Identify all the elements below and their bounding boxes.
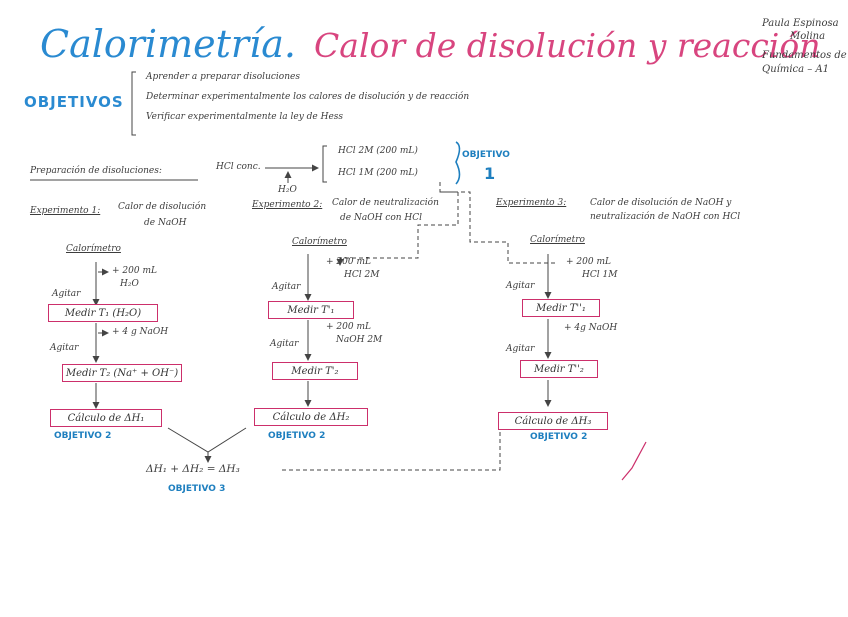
- preparation-label: Preparación de disoluciones:: [30, 166, 162, 176]
- reagent-hcl-conc: HCl conc.: [216, 162, 261, 172]
- exp3-stir2: Agitar: [506, 344, 535, 354]
- author-name: Paula Espinosa: [762, 18, 839, 29]
- exp2-add1a: + 200 mL: [326, 257, 371, 267]
- exp1-objective: OBJETIVO 2: [54, 431, 112, 441]
- exp2-add1b: HCl 2M: [344, 270, 380, 280]
- exp3-add1a: + 200 mL: [566, 257, 611, 267]
- exp1-desc1: Calor de disolución: [118, 202, 207, 212]
- author-subject-2: Química – A1: [762, 64, 830, 75]
- exp3-heading: Experimento 3:: [496, 198, 567, 208]
- objective-item-2: Determinar experimentalmente los calores…: [146, 92, 470, 102]
- objective-1-label: OBJETIVO: [462, 150, 510, 160]
- exp1-calorimeter: Calorímetro: [66, 244, 121, 254]
- exp1-stir1: Agitar: [52, 289, 81, 299]
- exp2-stir1: Agitar: [272, 282, 301, 292]
- exp3-desc2: neutralización de NaOH con HCl: [590, 212, 741, 222]
- title-part2: Calor de disolución y reacción: [314, 26, 821, 65]
- product-hcl-1m: HCl 1M (200 mL): [338, 168, 418, 178]
- exp2-measure-t2: Medir T'₂: [272, 362, 358, 380]
- exp3-measure-t1: Medir T''₁: [522, 299, 600, 317]
- exp2-heading: Experimento 2:: [252, 200, 323, 210]
- exp3-measure-t2: Medir T''₂: [520, 360, 598, 378]
- exp1-calc-dh1: Cálculo de ΔH₁: [50, 409, 162, 427]
- exp1-add1a: + 200 mL: [112, 266, 157, 276]
- exp2-calc-dh2: Cálculo de ΔH₂: [254, 408, 368, 426]
- exp3-objective: OBJETIVO 2: [530, 432, 588, 442]
- exp1-add1b: H₂O: [120, 279, 139, 289]
- exp2-desc2: de NaOH con HCl: [340, 213, 423, 223]
- exp1-stir2: Agitar: [50, 343, 79, 353]
- author-surname: Molina: [790, 31, 826, 42]
- title-part1: Calorimetría.: [40, 22, 296, 66]
- exp3-add1b: HCl 1M: [582, 270, 618, 280]
- exp2-calorimeter: Calorímetro: [292, 237, 347, 247]
- exp2-measure-t1: Medir T'₁: [268, 301, 354, 319]
- page-title: Calorimetría. Calor de disolución y reac…: [40, 22, 820, 66]
- author-subject-1: Fundamentos de: [762, 50, 847, 61]
- exp1-desc2: de NaOH: [144, 218, 187, 228]
- exp3-desc1: Calor de disolución de NaOH y: [590, 198, 732, 208]
- exp1-add2: + 4 g NaOH: [112, 327, 169, 337]
- objective-item-3: Verificar experimentalmente la ley de He…: [146, 112, 344, 122]
- exp1-heading: Experimento 1:: [30, 206, 101, 216]
- exp3-calorimeter: Calorímetro: [530, 235, 585, 245]
- hess-equation: ΔH₁ + ΔH₂ = ΔH₃: [146, 463, 240, 475]
- exp3-calc-dh3: Cálculo de ΔH₃: [498, 412, 608, 430]
- exp2-objective: OBJETIVO 2: [268, 431, 326, 441]
- hess-objective: OBJETIVO 3: [168, 484, 226, 494]
- exp3-add2: + 4g NaOH: [564, 323, 618, 333]
- exp2-desc1: Calor de neutralización: [332, 198, 439, 208]
- objective-1-number: 1: [484, 164, 496, 183]
- exp3-stir1: Agitar: [506, 281, 535, 291]
- objectives-label: OBJETIVOS: [24, 93, 124, 111]
- reagent-water: H₂O: [278, 185, 297, 195]
- exp1-measure-t1: Medir T₁ (H₂O): [48, 304, 158, 322]
- exp2-add2a: + 200 mL: [326, 322, 371, 332]
- exp1-measure-t2: Medir T₂ (Na⁺ + OH⁻): [62, 364, 182, 382]
- objective-item-1: Aprender a preparar disoluciones: [146, 72, 300, 82]
- product-hcl-2m: HCl 2M (200 mL): [338, 146, 418, 156]
- exp2-add2b: NaOH 2M: [336, 335, 383, 345]
- exp2-stir2: Agitar: [270, 339, 299, 349]
